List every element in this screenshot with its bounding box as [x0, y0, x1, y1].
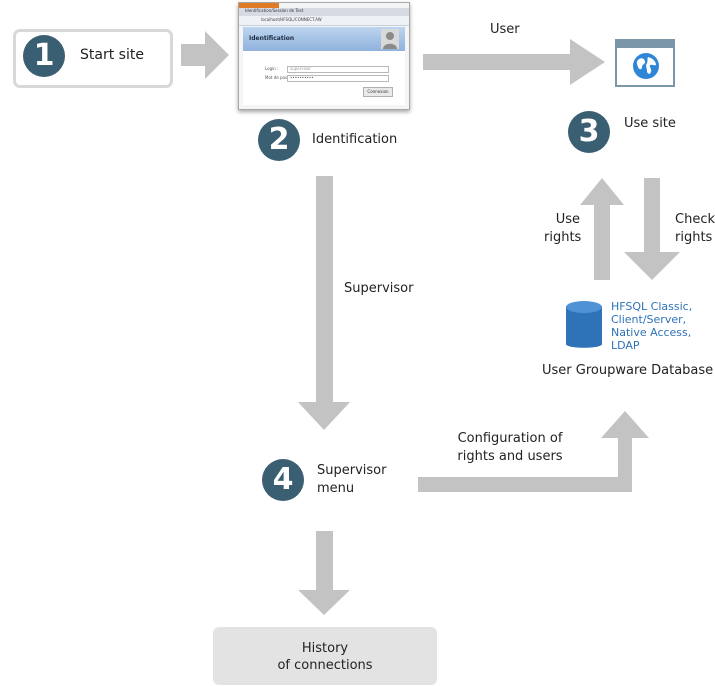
history-line1: History: [301, 641, 349, 656]
supervisor-arrow-label: Supervisor: [344, 281, 414, 296]
password-label: Mot de passe :: [265, 75, 295, 80]
login-window-body: Login : supervisor Mot de passe : ••••••…: [243, 51, 405, 105]
login-label: Login :: [265, 66, 279, 71]
arrow-use-rights: [580, 178, 624, 280]
browser-address-text: localhost/HFSQL/CONNECT.AW: [261, 17, 322, 22]
browser-address-bar: localhost/HFSQL/CONNECT.AW: [239, 16, 409, 26]
check-rights-label: Check rights: [675, 211, 715, 247]
password-value: ••••••••••: [290, 75, 314, 80]
login-input: supervisor: [287, 66, 389, 73]
database-type-item: Client/Server,: [611, 313, 687, 326]
connexion-button: Connexion: [363, 87, 393, 97]
identification-screenshot: Identification/Session de Test localhost…: [238, 2, 410, 110]
supervisor-menu-label: Supervisor menu: [317, 462, 386, 498]
configuration-label: Configuration of rights and users: [440, 430, 580, 466]
configuration-line2: rights and users: [457, 449, 563, 464]
use-rights-line1: Use: [555, 212, 580, 227]
user-arrow-label: User: [490, 22, 520, 37]
website-window-titlebar: [617, 41, 673, 48]
supervisor-menu-line1: Supervisor: [317, 463, 387, 478]
history-of-connections-box: History of connections: [213, 627, 437, 685]
history-line2: of connections: [277, 658, 373, 673]
database-types-list: HFSQL Classic, Client/Server, Native Acc…: [611, 300, 692, 352]
arrow-configuration: [418, 411, 649, 492]
step-4-badge: 4: [262, 459, 304, 501]
database-title: User Groupware Database: [542, 363, 714, 378]
start-site-label: Start site: [80, 47, 144, 63]
password-input: ••••••••••: [287, 75, 389, 82]
arrow-start-to-identification: [181, 31, 229, 79]
browser-tab-title: Identification/Session de Test: [245, 8, 304, 13]
supervisor-menu-line2: menu: [317, 481, 355, 496]
globe-icon: [633, 53, 659, 79]
check-rights-line2: rights: [675, 230, 713, 245]
arrow-user-to-site: [423, 39, 605, 85]
user-avatar-icon: [381, 29, 399, 49]
arrow-check-rights: [624, 178, 680, 280]
use-rights-line2: rights: [544, 230, 582, 245]
step-1-badge: 1: [23, 35, 65, 77]
configuration-line1: Configuration of: [457, 431, 563, 446]
step-2-badge: 2: [258, 119, 300, 161]
website-window-icon: [615, 39, 675, 87]
browser-tabbar: Identification/Session de Test: [239, 8, 409, 16]
database-icon: [566, 301, 602, 348]
arrow-supervisor: [298, 176, 350, 430]
identification-label: Identification: [312, 132, 398, 147]
database-type-item: LDAP: [611, 339, 640, 352]
browser-tab-accent: [239, 3, 279, 8]
use-rights-label: Use rights: [544, 211, 582, 247]
login-window-title: Identification: [249, 35, 295, 42]
login-window-header: Identification: [243, 27, 405, 51]
login-value: supervisor: [290, 66, 311, 71]
arrow-history: [298, 531, 350, 615]
step-3-badge: 3: [568, 111, 610, 153]
database-type-item: Native Access,: [611, 326, 692, 339]
check-rights-line1: Check: [675, 212, 715, 227]
use-site-label: Use site: [624, 116, 676, 131]
database-type-item: HFSQL Classic,: [611, 300, 693, 313]
